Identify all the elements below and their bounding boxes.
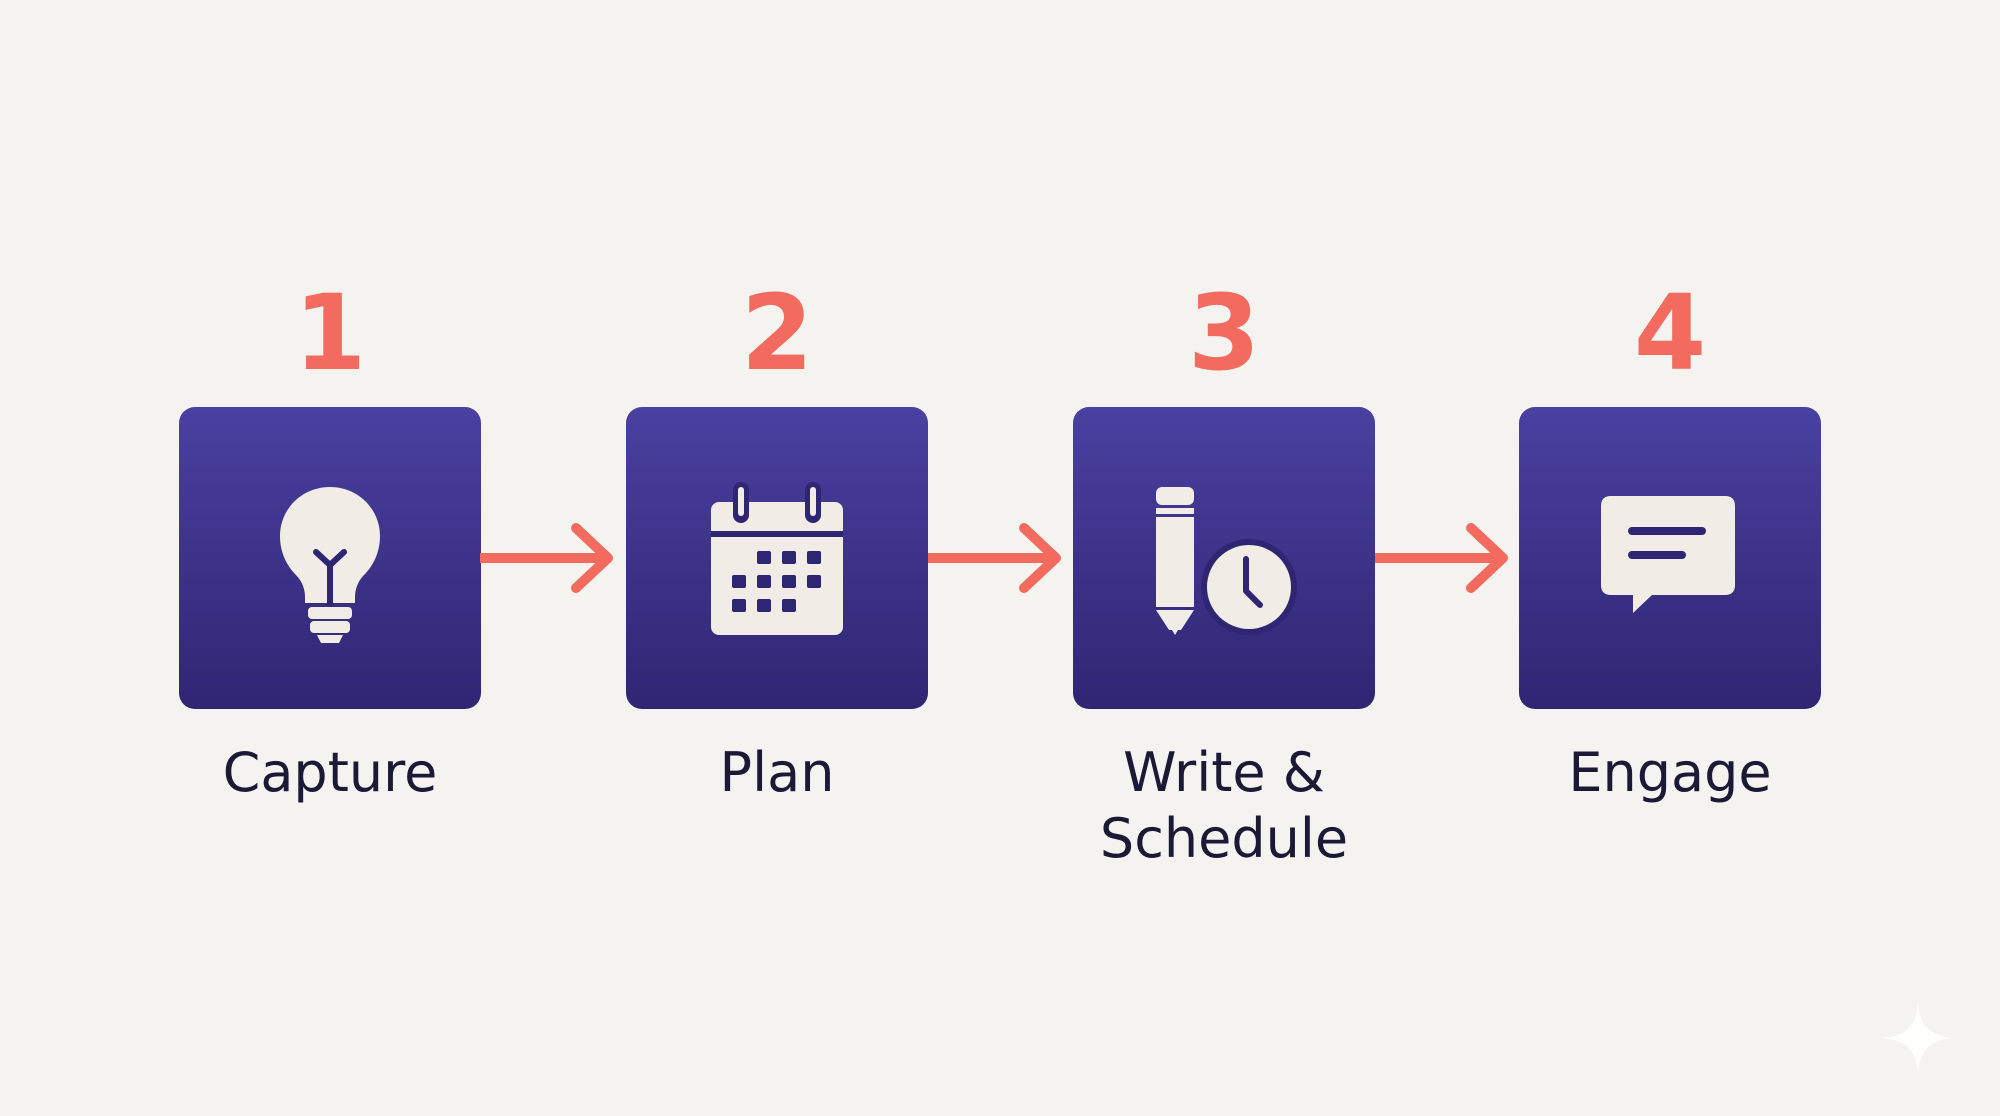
step-label-plan: Plan: [719, 741, 835, 804]
calendar-icon: [711, 482, 843, 635]
step-label-engage: Engage: [1568, 741, 1772, 804]
step-card-plan: [626, 407, 928, 709]
step-label-capture: Capture: [222, 741, 438, 804]
step-card-write-schedule: [1073, 407, 1375, 709]
arrow-right-icon: [480, 523, 613, 593]
step-number-1: 1: [293, 272, 367, 394]
lightbulb-icon: [280, 487, 380, 643]
arrow-right-icon: [1375, 523, 1508, 593]
step-label-write-schedule: Write & Schedule: [1099, 741, 1349, 870]
step-number-3: 3: [1187, 272, 1261, 394]
arrow-right-icon: [928, 523, 1061, 593]
step-number-2: 2: [740, 272, 814, 394]
step-card-engage: [1519, 407, 1821, 709]
step-number-4: 4: [1633, 272, 1707, 394]
pencil-clock-icon: [1156, 487, 1297, 635]
sparkle-icon: [1882, 1002, 1954, 1074]
step-card-capture: [179, 407, 481, 709]
chat-bubble-icon: [1601, 496, 1735, 613]
